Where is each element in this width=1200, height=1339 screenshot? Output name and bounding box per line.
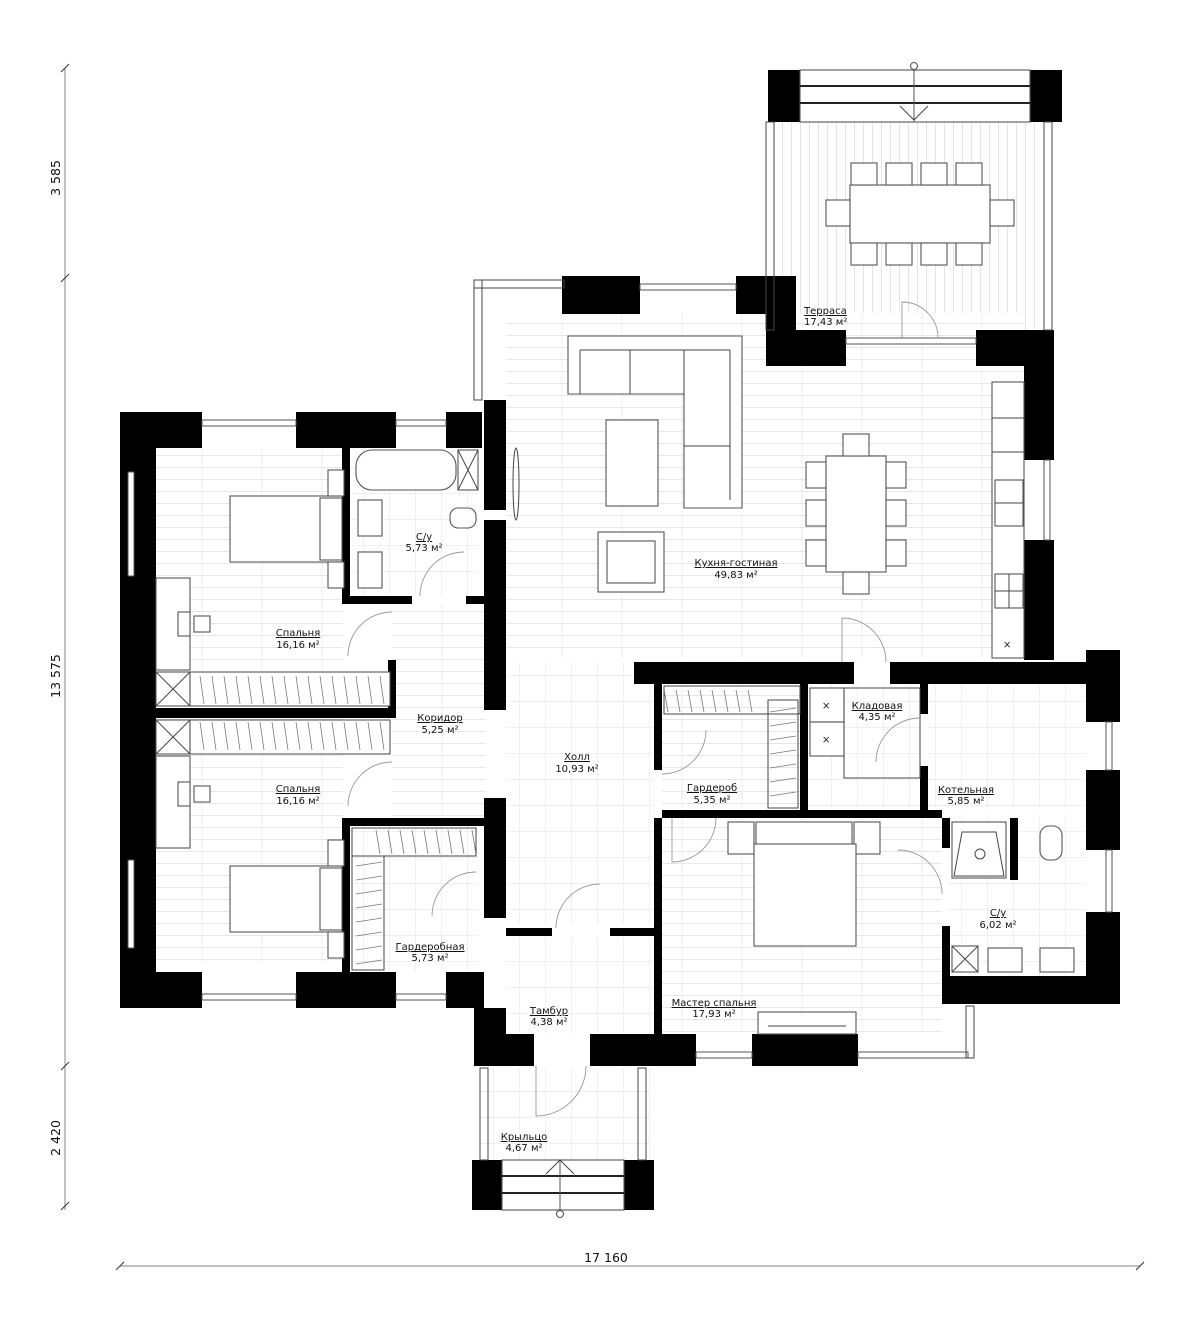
svg-text:Гардеробная: Гардеробная: [396, 942, 465, 953]
room-label-terrace: Терраса 17,43 м²: [803, 306, 847, 328]
svg-text:5,35 м²: 5,35 м²: [694, 795, 731, 806]
room-label-corridor: Коридор 5,25 м²: [417, 713, 462, 736]
bathroom-2-fixtures: [951, 821, 1075, 973]
doors: [347, 301, 943, 1117]
svg-text:×: ×: [822, 699, 830, 712]
terrace-stairs: [799, 61, 1031, 123]
room-label-master-bedroom: Мастер спальня 17,93 м²: [672, 998, 757, 1020]
svg-text:4,38 м²: 4,38 м²: [531, 1017, 568, 1028]
coffee-table: [605, 419, 659, 507]
svg-text:10,93 м²: 10,93 м²: [555, 764, 598, 775]
svg-text:Холл: Холл: [564, 752, 590, 763]
svg-text:Мастер спальня: Мастер спальня: [672, 998, 757, 1009]
svg-text:17,43 м²: 17,43 м²: [804, 317, 847, 328]
dimension-lines: 3 585 13 575 2 420 17 160: [48, 63, 1145, 1271]
svg-text:4,67 м²: 4,67 м²: [506, 1143, 543, 1154]
dimension-top-vertical: 3 585: [48, 160, 63, 196]
svg-text:Котельная: Котельная: [938, 785, 994, 796]
svg-text:16,16 м²: 16,16 м²: [276, 796, 319, 807]
svg-text:Коридор: Коридор: [417, 713, 462, 724]
svg-text:×: ×: [1003, 638, 1011, 651]
master-bed: [727, 821, 881, 947]
svg-text:С/у: С/у: [990, 908, 1006, 919]
svg-text:Терраса: Терраса: [803, 306, 847, 317]
svg-text:Гардероб: Гардероб: [687, 783, 737, 794]
terrace-dining-set: [825, 162, 1015, 266]
svg-text:×: ×: [822, 733, 830, 746]
room-label-vestibule: Тамбур 4,38 м²: [529, 1006, 568, 1028]
svg-text:Тамбур: Тамбур: [529, 1006, 568, 1017]
room-label-hall: Холл 10,93 м²: [555, 752, 598, 775]
kitchen-counter: ×: [991, 381, 1025, 659]
windows: [127, 121, 1113, 1161]
svg-text:16,16 м²: 16,16 м²: [276, 640, 319, 651]
svg-text:6,02 м²: 6,02 м²: [980, 920, 1017, 931]
svg-text:5,73 м²: 5,73 м²: [412, 953, 449, 964]
pantry-shelves: × ×: [809, 687, 921, 779]
room-label-pantry: Кладовая 4,35 м²: [852, 701, 903, 723]
svg-text:5,73 м²: 5,73 м²: [406, 543, 443, 554]
bathroom-1-fixtures: [355, 449, 479, 589]
tv-console: [757, 1011, 857, 1035]
svg-text:Кладовая: Кладовая: [852, 701, 903, 712]
dimension-bottom-vertical: 2 420: [48, 1120, 63, 1156]
bedroom-2-furniture: [155, 719, 391, 959]
svg-text:5,25 м²: 5,25 м²: [422, 725, 459, 736]
wardrobe-hatching: [199, 675, 801, 971]
corner-sofa: [567, 335, 743, 509]
svg-text:Кухня-гостиная: Кухня-гостиная: [695, 558, 778, 569]
svg-text:Спальня: Спальня: [276, 784, 321, 795]
porch-stairs: [501, 1159, 625, 1219]
walls: [120, 70, 1120, 1210]
dimension-middle-vertical: 13 575: [48, 654, 63, 698]
svg-text:49,83 м²: 49,83 м²: [714, 570, 757, 581]
kitchen-dining-set: [805, 433, 907, 595]
svg-text:17,93 м²: 17,93 м²: [692, 1009, 735, 1020]
room-label-bathroom-1: С/у 5,73 м²: [406, 532, 443, 554]
svg-text:Крыльцо: Крыльцо: [501, 1132, 548, 1143]
room-label-bedroom-2: Спальня 16,16 м²: [276, 784, 321, 807]
room-label-wardrobe: Гардероб 5,35 м²: [687, 783, 737, 806]
room-label-boiler-room: Котельная 5,85 м²: [938, 785, 994, 807]
bedroom-1-furniture: [155, 469, 391, 707]
room-label-kitchen-living: Кухня-гостиная 49,83 м²: [695, 558, 778, 581]
room-label-bedroom-1: Спальня 16,16 м²: [276, 628, 321, 651]
svg-text:5,85 м²: 5,85 м²: [948, 796, 985, 807]
svg-text:Спальня: Спальня: [276, 628, 321, 639]
dimension-overall-width: 17 160: [584, 1250, 628, 1265]
room-label-porch: Крыльцо 4,67 м²: [501, 1132, 548, 1154]
room-label-bathroom-2: С/у 6,02 м²: [980, 908, 1017, 931]
svg-text:4,35 м²: 4,35 м²: [859, 712, 896, 723]
svg-text:С/у: С/у: [416, 532, 432, 543]
room-label-dressing-room: Гардеробная 5,73 м²: [396, 942, 465, 964]
floors: [155, 122, 1086, 1160]
tv-unit: [512, 447, 520, 521]
